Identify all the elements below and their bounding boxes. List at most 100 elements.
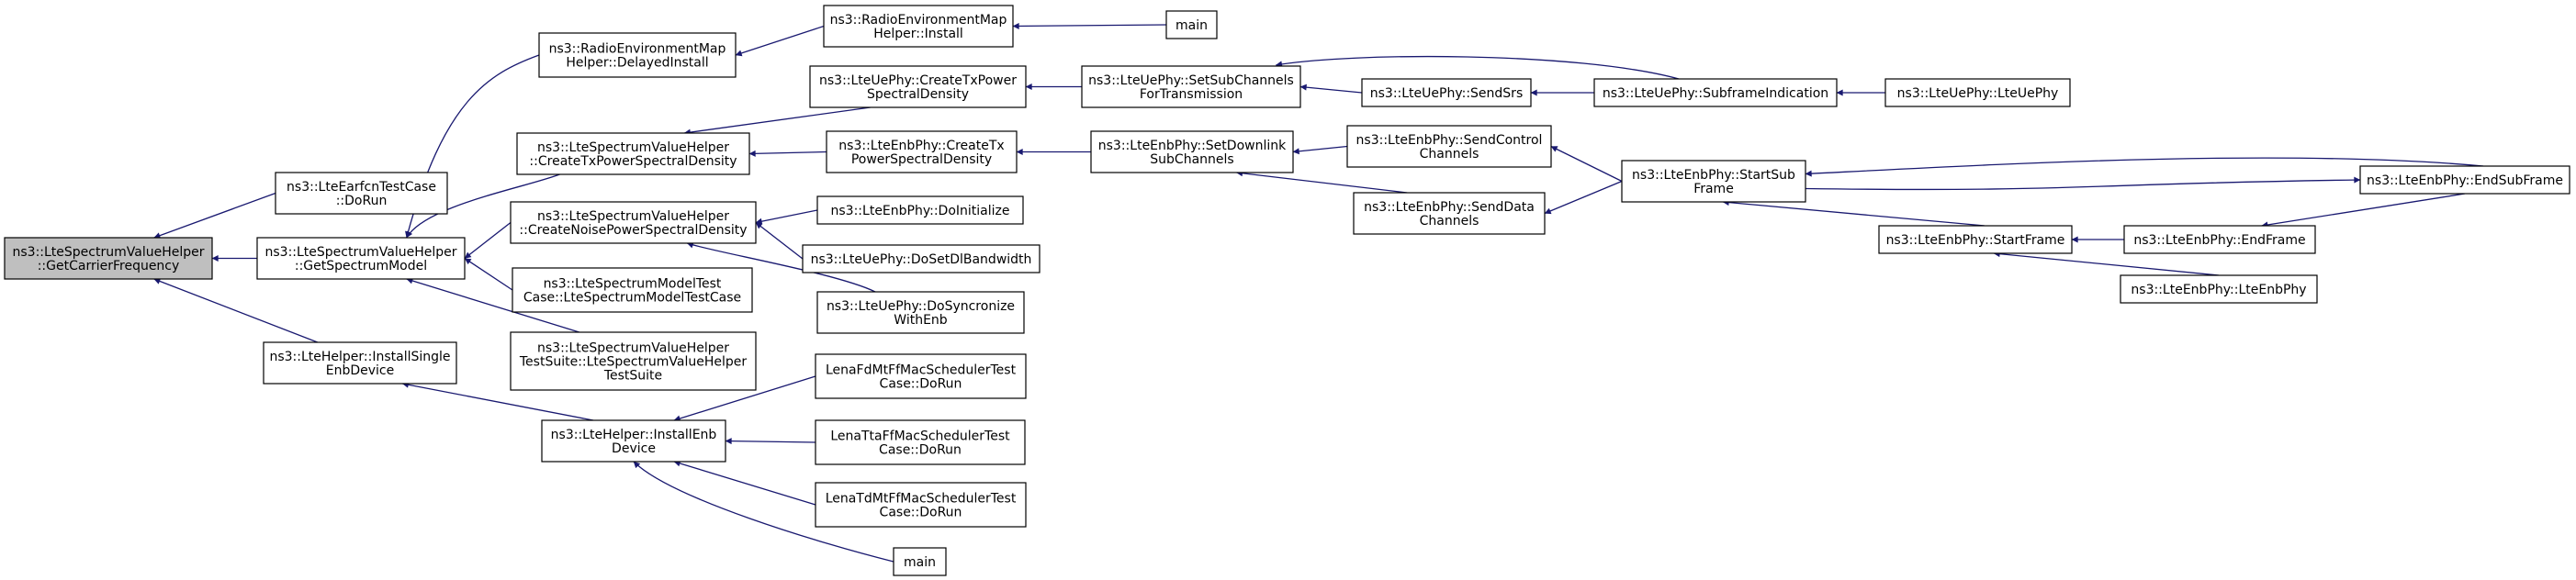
node-label-line: ns3::LteEnbPhy::SendData: [1364, 200, 1535, 215]
node-box[interactable]: [1165, 10, 1218, 39]
call-edge: [1236, 170, 1408, 194]
node-box[interactable]: [1878, 225, 2073, 254]
node-box[interactable]: [826, 130, 1018, 173]
function-node[interactable]: ns3::LteEnbPhy::StartFrame: [1878, 225, 2073, 254]
node-box[interactable]: [516, 132, 750, 175]
call-edge: [633, 461, 894, 563]
node-label-line: main: [904, 555, 936, 570]
node-label-line: ns3::LteUePhy::DoSetDlBandwidth: [811, 252, 1032, 267]
call-edge: [406, 277, 579, 333]
node-box[interactable]: [263, 341, 457, 385]
function-node[interactable]: ns3::LteSpectrumValueHelper::GetSpectrum…: [256, 237, 466, 280]
node-label-line: ns3::LteSpectrumValueHelper: [265, 245, 457, 260]
function-node[interactable]: main: [1165, 10, 1218, 39]
call-edge: [1299, 84, 1363, 94]
call-edge: [1805, 157, 2484, 177]
node-label-line: ns3::LteSpectrumModelTest: [544, 277, 722, 292]
node-box[interactable]: [1090, 130, 1294, 173]
call-edge: [673, 375, 816, 422]
node-box[interactable]: [809, 65, 1027, 108]
node-box[interactable]: [512, 267, 753, 313]
function-node[interactable]: ns3::LteUePhy::SendSrs: [1361, 78, 1532, 107]
node-box[interactable]: [1593, 78, 1838, 107]
function-node[interactable]: ns3::LteSpectrumValueHelperTestSuite::Lt…: [510, 331, 757, 391]
node-label-line: ns3::RadioEnvironmentMap: [830, 13, 1007, 28]
node-box[interactable]: [815, 353, 1027, 399]
node-label-line: Channels: [1420, 147, 1479, 162]
function-node[interactable]: ns3::LteEnbPhy::LteEnbPhy: [2120, 274, 2318, 304]
function-node[interactable]: ns3::LteEnbPhy::DoInitialize: [816, 195, 1024, 225]
node-label-line: ::GetSpectrumModel: [295, 259, 427, 273]
function-node[interactable]: ns3::LteEarfcnTestCase::DoRun: [275, 172, 448, 215]
node-box[interactable]: [1621, 160, 1806, 203]
node-box[interactable]: [2120, 274, 2318, 304]
function-node[interactable]: ns3::LteUePhy::DoSetDlBandwidth: [802, 244, 1041, 273]
node-box[interactable]: [510, 331, 757, 391]
node-box[interactable]: [1353, 192, 1546, 235]
function-node[interactable]: main: [893, 547, 947, 576]
function-node[interactable]: ns3::LteEnbPhy::CreateTxPowerSpectralDen…: [826, 130, 1018, 173]
node-label-line: ns3::LteEnbPhy::StartFrame: [1886, 233, 2065, 248]
call-edge: [735, 25, 825, 57]
node-box[interactable]: [816, 195, 1024, 225]
node-box[interactable]: [815, 419, 1026, 465]
node-box[interactable]: [2123, 225, 2316, 254]
node-label-line: PowerSpectralDensity: [851, 152, 992, 167]
node-box[interactable]: [2359, 165, 2570, 195]
node-label-line: ns3::LteEnbPhy::SendControl: [1356, 133, 1543, 148]
node-box[interactable]: [541, 419, 726, 463]
node-label-line: LenaFdMtFfMacSchedulerTest: [826, 363, 1017, 378]
call-edge: [1805, 176, 2361, 191]
function-node[interactable]: ns3::LteSpectrumModelTestCase::LteSpectr…: [512, 267, 753, 313]
node-label-line: ns3::LteHelper::InstallEnb: [551, 428, 717, 442]
function-node[interactable]: ns3::RadioEnvironmentMapHelper::DelayedI…: [538, 32, 737, 78]
node-box[interactable]: [538, 32, 737, 78]
node-label-line: ns3::LteUePhy::SubframeIndication: [1603, 86, 1828, 101]
node-box[interactable]: [1884, 78, 2071, 107]
node-box[interactable]: [816, 291, 1025, 334]
function-node[interactable]: ns3::LteSpectrumValueHelper::CreateNoise…: [510, 201, 757, 244]
function-node[interactable]: ns3::LteUePhy::CreateTxPowerSpectralDens…: [809, 65, 1027, 108]
node-label-line: Case::LteSpectrumModelTestCase: [523, 291, 741, 306]
node-box[interactable]: [1361, 78, 1532, 107]
function-node[interactable]: ns3::LteUePhy::SubframeIndication: [1593, 78, 1838, 107]
node-label-line: LenaTdMtFfMacSchedulerTest: [826, 492, 1017, 507]
node-box[interactable]: [823, 5, 1014, 48]
function-node[interactable]: ns3::LteUePhy::LteUePhy: [1884, 78, 2071, 107]
node-label-line: Frame: [1693, 182, 1734, 196]
node-label-line: EnbDevice: [326, 363, 394, 378]
function-node[interactable]: ns3::LteSpectrumValueHelper::CreateTxPow…: [516, 132, 750, 175]
node-label-line: Helper::Install: [873, 27, 963, 41]
node-label-line: ns3::LteSpectrumValueHelper: [537, 341, 729, 356]
node-label-line: ns3::LteEnbPhy::SetDownlink: [1098, 139, 1287, 153]
node-label-line: ns3::LteHelper::InstallSingle: [269, 350, 450, 364]
node-box[interactable]: [1346, 125, 1552, 168]
function-node[interactable]: ns3::LteUePhy::SetSubChannelsForTransmis…: [1081, 65, 1301, 108]
function-node[interactable]: ns3::LteEnbPhy::EndFrame: [2123, 225, 2316, 254]
node-box[interactable]: [815, 482, 1027, 528]
node-label-line: ns3::LteEnbPhy::EndSubFrame: [2367, 173, 2563, 188]
node-label-line: ns3::LteEnbPhy::LteEnbPhy: [2131, 283, 2306, 297]
node-box[interactable]: [275, 172, 448, 215]
node-label-line: ns3::LteEnbPhy::StartSub: [1632, 168, 1795, 183]
node-label-line: ::CreateNoisePowerSpectralDensity: [519, 223, 747, 238]
node-box[interactable]: [1081, 65, 1301, 108]
function-node[interactable]: ns3::LteEnbPhy::EndSubFrame: [2359, 165, 2570, 195]
node-box[interactable]: [893, 547, 947, 576]
node-box[interactable]: [510, 201, 757, 244]
node-box[interactable]: [802, 244, 1041, 273]
node-box[interactable]: [256, 237, 466, 280]
call-edge: [401, 381, 594, 421]
